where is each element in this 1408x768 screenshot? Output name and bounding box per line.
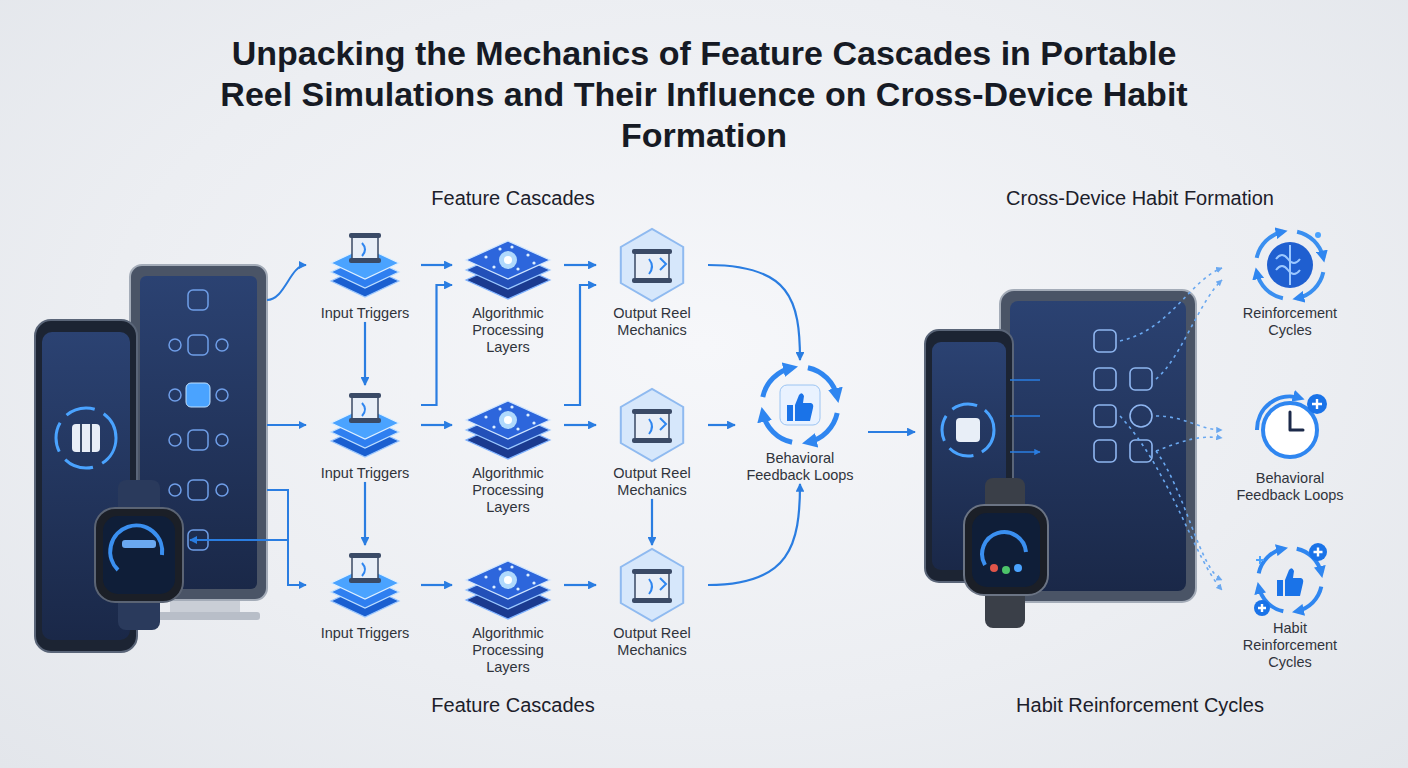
flow-arrow xyxy=(564,285,596,405)
node-label: Algorithmic Processing Layers xyxy=(452,465,564,516)
node-icon xyxy=(452,385,564,465)
input-trigger-node: Input Triggers xyxy=(309,225,421,322)
node-label: Input Triggers xyxy=(309,305,421,322)
input-trigger-node: Input Triggers xyxy=(309,385,421,482)
flow-arrow xyxy=(651,499,653,545)
flow-arrow xyxy=(708,265,800,360)
title: Unpacking the Mechanics of Feature Casca… xyxy=(214,33,1194,156)
feedback-loop-node: Behavioral Feedback Loops xyxy=(735,360,865,484)
node-label: Reinforcement Cycles xyxy=(1230,305,1350,339)
node-label: Output Reel Mechanics xyxy=(596,465,708,499)
feedback-clock-node: Behavioral Feedback Loops xyxy=(1230,390,1350,504)
node-icon xyxy=(309,545,421,625)
section-label: Feature Cascades xyxy=(431,694,594,717)
section-label: Feature Cascades xyxy=(431,187,594,210)
flow-arrow xyxy=(708,424,735,426)
flow-arrow xyxy=(421,424,452,426)
flow-arrow xyxy=(421,285,452,405)
habit-cycle-node: Habit Reinforcement Cycles xyxy=(1230,540,1350,671)
node-icon xyxy=(596,545,708,625)
node-label: Behavioral Feedback Loops xyxy=(1230,470,1350,504)
flow-arrow xyxy=(564,424,596,426)
processing-layer-node: Algorithmic Processing Layers xyxy=(452,225,564,356)
node-label: Output Reel Mechanics xyxy=(596,305,708,339)
node-label: Algorithmic Processing Layers xyxy=(452,625,564,676)
node-icon xyxy=(735,360,865,450)
processing-layer-node: Algorithmic Processing Layers xyxy=(452,385,564,516)
flow-arrow xyxy=(421,264,452,266)
flow-arrow xyxy=(364,482,366,545)
node-icon xyxy=(309,225,421,305)
flow-arrow xyxy=(708,484,800,585)
node-icon xyxy=(596,225,708,305)
node-icon xyxy=(1230,540,1350,620)
flow-arrow xyxy=(421,584,452,586)
output-reel-node: Output Reel Mechanics xyxy=(596,545,708,659)
node-label: Behavioral Feedback Loops xyxy=(735,450,865,484)
input-trigger-node: Input Triggers xyxy=(309,545,421,642)
flow-arrow xyxy=(564,264,596,266)
node-label: Output Reel Mechanics xyxy=(596,625,708,659)
processing-layer-node: Algorithmic Processing Layers xyxy=(452,545,564,676)
flow-arrow xyxy=(564,584,596,586)
node-label: Input Triggers xyxy=(309,625,421,642)
node-icon xyxy=(452,225,564,305)
node-icon xyxy=(1230,390,1350,470)
node-icon xyxy=(452,545,564,625)
output-reel-node: Output Reel Mechanics xyxy=(596,385,708,499)
node-label: Algorithmic Processing Layers xyxy=(452,305,564,356)
node-label: Input Triggers xyxy=(309,465,421,482)
section-label: Cross-Device Habit Formation xyxy=(1006,187,1274,210)
node-icon xyxy=(596,385,708,465)
reinforcement-node: Reinforcement Cycles xyxy=(1230,225,1350,339)
flow-arrow xyxy=(364,322,366,385)
node-icon xyxy=(309,385,421,465)
node-label: Habit Reinforcement Cycles xyxy=(1230,620,1350,671)
section-label: Habit Reinforcement Cycles xyxy=(1016,694,1264,717)
node-icon xyxy=(1230,225,1350,305)
output-reel-node: Output Reel Mechanics xyxy=(596,225,708,339)
